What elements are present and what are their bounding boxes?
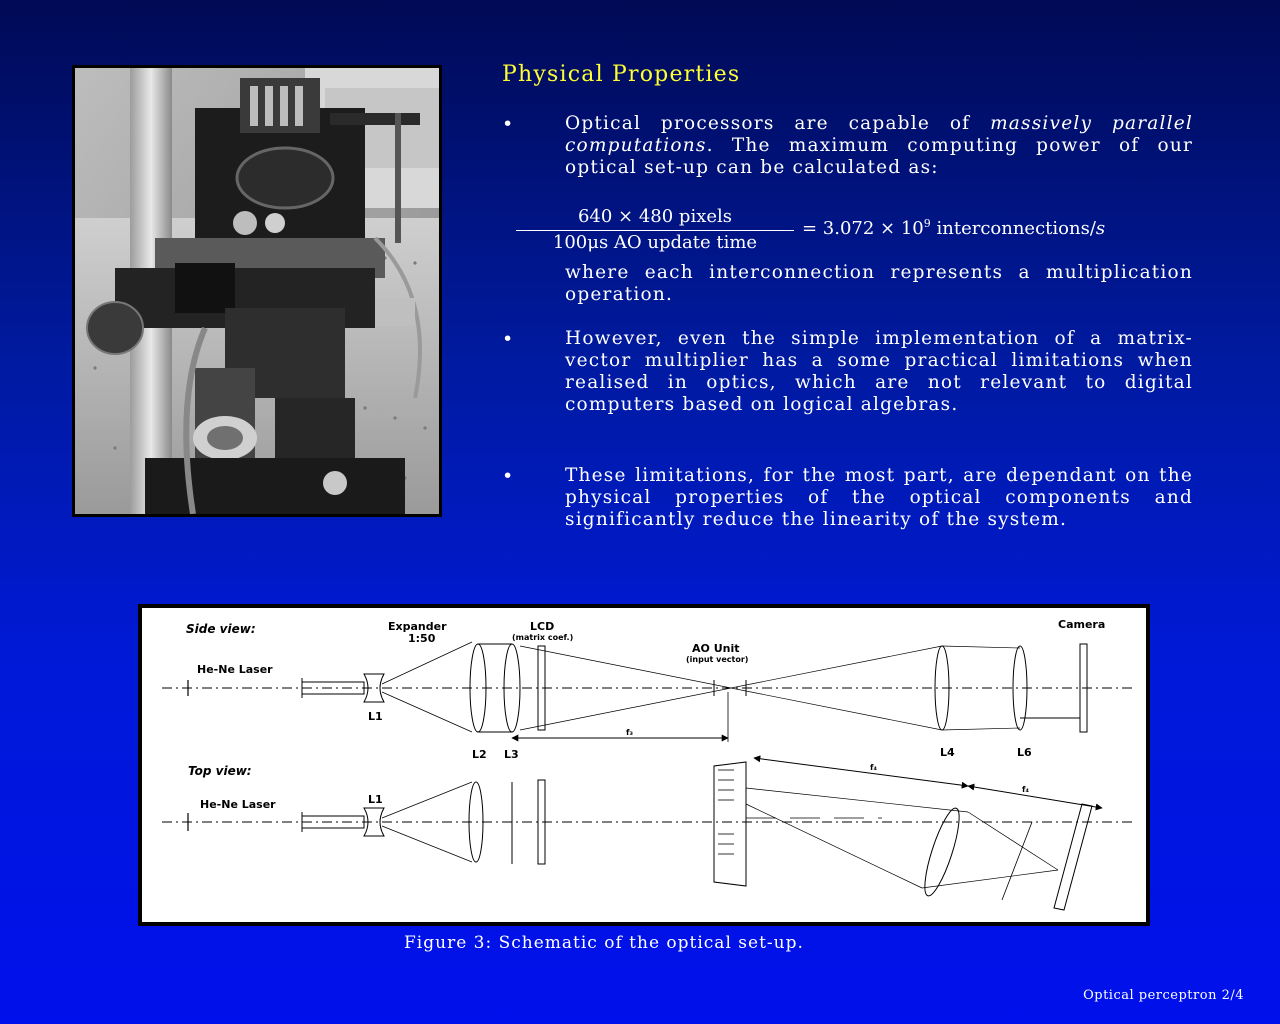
formula: 640 × 480 pixels 100μs AO update time = … — [512, 205, 1212, 257]
optical-setup-photo — [72, 65, 442, 517]
formula-exponent: 9 — [923, 217, 931, 230]
f4-dimension-1 — [753, 755, 969, 789]
optical-schematic: Side view: He-Ne Laser L1 Expander 1:50 … — [138, 604, 1150, 926]
top-lens-l1 — [363, 807, 385, 837]
side-camera — [1079, 643, 1088, 733]
fraction-bar — [516, 230, 794, 231]
ao-transducer-marks — [718, 769, 734, 855]
formula-unit: interconnections/ — [930, 218, 1096, 239]
side-lcd — [537, 645, 546, 731]
f3-label: f₃ — [626, 728, 633, 737]
paragraph-physical-properties: These limitations, for the most part, ar… — [565, 465, 1193, 530]
bullet-marker: • — [502, 465, 514, 487]
bullet-marker: • — [502, 328, 514, 350]
paragraph-limitations: However, even the simple implementation … — [565, 328, 1193, 415]
formula-fraction: 640 × 480 pixels 100μs AO update time — [512, 205, 798, 255]
lcd-sub-label: (matrix coef.) — [512, 633, 573, 642]
top-view-label: Top view: — [188, 764, 252, 778]
f4-label-1: f₄ — [870, 763, 877, 772]
paragraph-text: . The maximum computing power of our opt… — [565, 135, 1193, 178]
l3-label: L3 — [504, 748, 519, 761]
top-l1-label: L1 — [368, 793, 383, 806]
side-lens-l1 — [363, 673, 385, 703]
top-lens-l4 — [924, 807, 960, 897]
top-lens-l6 — [1001, 821, 1033, 901]
side-lens-l6 — [1012, 645, 1028, 731]
formula-result-value: = 3.072 × 10 — [802, 218, 924, 239]
camera-label: Camera — [1058, 618, 1105, 631]
ao-unit-label: AO Unit — [692, 642, 740, 655]
bullet-marker: • — [502, 113, 514, 135]
formula-unit-var: s — [1095, 218, 1106, 239]
l6-label: L6 — [1017, 746, 1032, 759]
f4-label-2: f₄ — [1022, 785, 1029, 794]
side-lens-l3 — [503, 643, 521, 733]
top-camera — [1053, 803, 1093, 911]
top-lcd — [537, 779, 546, 865]
paragraph-text: Optical processors are capable of — [565, 113, 991, 134]
side-view-label: Side view: — [186, 622, 256, 636]
formula-result: = 3.072 × 109 interconnections/s — [802, 217, 1105, 239]
formula-denominator: 100μs AO update time — [552, 232, 758, 253]
f4-dimension-2 — [967, 783, 1103, 811]
top-lens-l2 — [468, 781, 484, 863]
paragraph-computing-power: Optical processors are capable of massiv… — [565, 113, 1193, 179]
l2-label: L2 — [472, 748, 487, 761]
lcd-label: LCD — [530, 620, 554, 633]
top-laser-label: He-Ne Laser — [200, 798, 276, 811]
slide-footer: Optical perceptron 2/4 — [1083, 988, 1244, 1003]
l4-label: L4 — [940, 746, 955, 759]
paragraph-formula-note: where each interconnection represents a … — [565, 262, 1193, 305]
paragraph-emphasis: massively parallel computations — [565, 113, 1193, 156]
top-ao-unit — [713, 761, 747, 887]
formula-numerator: 640 × 480 pixels — [577, 206, 733, 227]
section-title: Physical Properties — [502, 62, 741, 87]
side-laser-label: He-Ne Laser — [197, 663, 273, 676]
side-l1-label: L1 — [368, 710, 383, 723]
expander-label: Expander — [388, 620, 447, 633]
expander-ratio-label: 1:50 — [408, 632, 436, 645]
figure-caption: Figure 3: Schematic of the optical set-u… — [404, 933, 804, 953]
ao-sub-label: (input vector) — [686, 655, 748, 664]
